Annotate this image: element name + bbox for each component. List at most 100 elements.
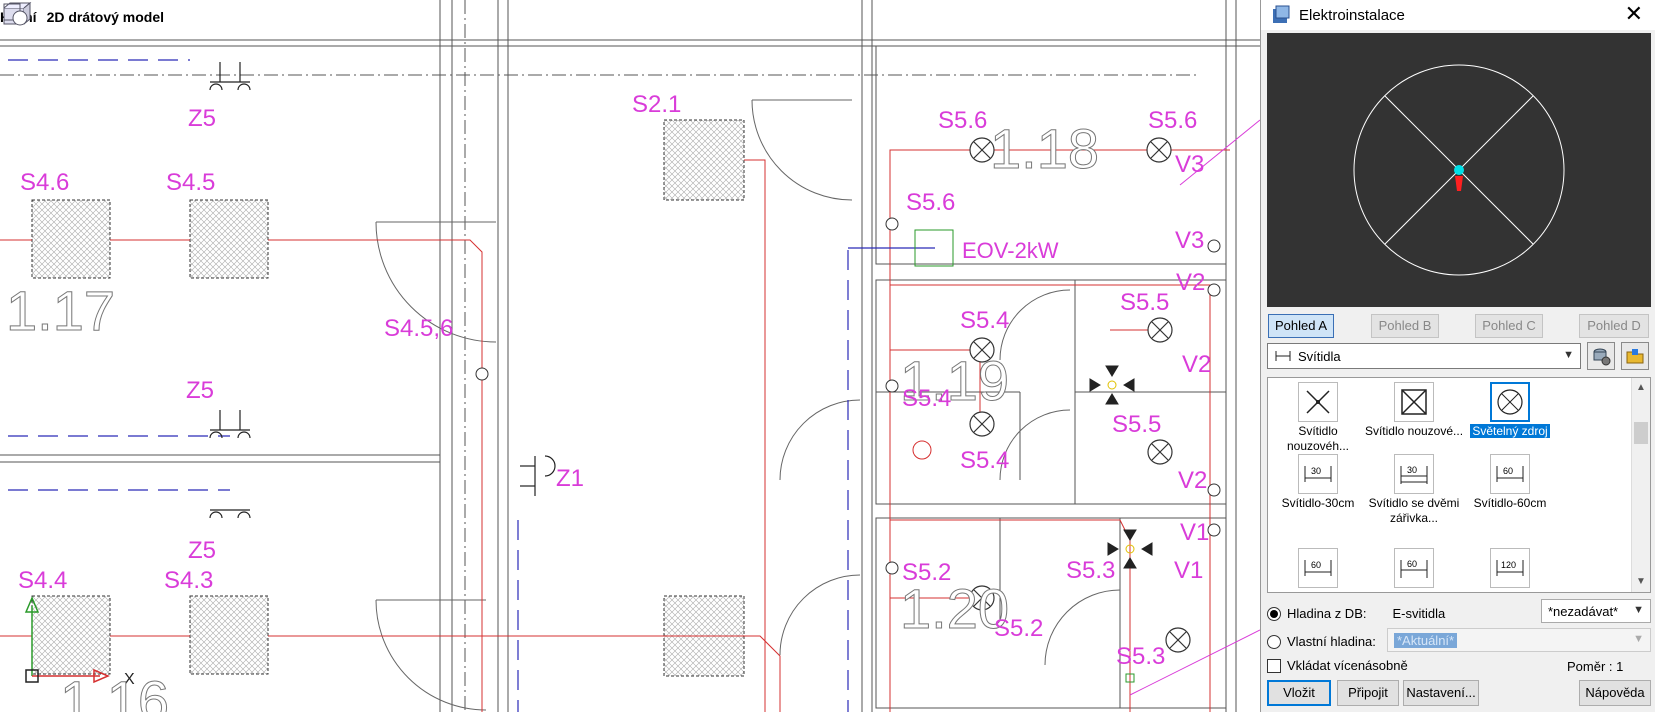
label-S5-2: S5.2: [902, 559, 951, 586]
label-S5-5: S5.5: [1112, 411, 1161, 438]
label-S5-6: S5.6: [938, 107, 987, 134]
symbol-label: Svítidlo-30cm: [1281, 496, 1355, 510]
tab-pohled-d[interactable]: Pohled D: [1579, 314, 1649, 338]
ratio-label: Poměr : 1: [1567, 659, 1624, 674]
label-S2-1: S2.1: [632, 91, 681, 118]
close-icon[interactable]: ✕: [1624, 1, 1643, 26]
own-layer-select[interactable]: *Aktuální* ▼: [1387, 628, 1651, 652]
settings-button[interactable]: Nastavení...: [1403, 680, 1479, 706]
svg-text:60: 60: [1503, 466, 1513, 476]
floor-plan: X 1.18 1.17 1.19 1.20 1.16 S2.1 S5.6 S5.…: [0, 0, 1260, 712]
chevron-down-icon: ▼: [1633, 604, 1644, 616]
preview-drawing: [1353, 64, 1565, 276]
room-number: 1.16: [60, 669, 169, 712]
chevron-down-icon: ▼: [1563, 349, 1574, 361]
layer-db-label: Hladina z DB:: [1287, 606, 1367, 621]
symbol-label: Svítidlo-60cm: [1473, 496, 1547, 510]
symbol-item[interactable]: 60: [1268, 548, 1368, 590]
label-Z5: Z5: [186, 377, 214, 404]
symbol-label: Svítidlo nouzové...: [1364, 424, 1464, 438]
luminaire-60-icon: 60: [1298, 548, 1338, 588]
tab-pohled-c[interactable]: Pohled C: [1475, 314, 1543, 338]
label-S4-3: S4.3: [164, 567, 213, 594]
symbol-item[interactable]: 30 Svítidlo-30cm: [1268, 454, 1368, 511]
layer-db-value: E-svitidla: [1392, 606, 1446, 621]
scroll-down-icon[interactable]: ▼: [1636, 576, 1646, 587]
label-S4-4: S4.4: [18, 567, 67, 594]
label-S5-3: S5.3: [1066, 557, 1115, 584]
svg-text:60: 60: [1407, 559, 1417, 569]
label-Z5: Z5: [188, 105, 216, 132]
elektroinstalace-panel: Elektroinstalace ✕ Pohled A Pohled B Poh…: [1260, 0, 1655, 712]
layer-db-select[interactable]: *nezadávat* ▼: [1541, 599, 1651, 623]
label-S5-5: S5.5: [1120, 289, 1169, 316]
symbol-item[interactable]: 60 Svítidlo-60cm: [1460, 454, 1560, 511]
category-combo[interactable]: Svítidla ▼: [1267, 343, 1581, 369]
insert-multiple-row[interactable]: Vkládat vícenásobně: [1267, 658, 1408, 673]
label-S5-4: S5.4: [960, 447, 1009, 474]
symbol-label: Svítidlo nouzovéh...: [1286, 424, 1350, 453]
luminaire-120-icon: 120: [1490, 548, 1530, 588]
help-button[interactable]: Nápověda: [1579, 680, 1651, 706]
category-value: Svítidla: [1298, 348, 1341, 364]
symbol-item-selected[interactable]: Světelný zdroj: [1460, 382, 1560, 439]
tab-pohled-a[interactable]: Pohled A: [1268, 314, 1334, 338]
symbol-item[interactable]: 60: [1364, 548, 1464, 590]
fixture-icon: [1275, 351, 1291, 361]
tab-pohled-b[interactable]: Pohled B: [1371, 314, 1439, 338]
symbol-item[interactable]: Svítidlo nouzové...: [1364, 382, 1464, 439]
panel-titlebar: Elektroinstalace ✕: [1261, 0, 1655, 30]
luminaire-30-icon: 30: [1298, 454, 1338, 494]
label-S5-4: S5.4: [902, 385, 951, 412]
scroll-up-icon[interactable]: ▲: [1636, 382, 1646, 393]
wireframe-icon[interactable]: [0, 0, 32, 30]
chevron-down-icon: ▼: [1633, 633, 1644, 645]
symbol-label: Svítidlo se dvěmi zářivka...: [1368, 496, 1460, 525]
room-number: 1.18: [990, 117, 1099, 180]
svg-text:X: X: [124, 671, 135, 688]
database-settings-button[interactable]: [1587, 342, 1615, 370]
label-V1: V1: [1174, 557, 1203, 584]
attach-button[interactable]: Připojit: [1337, 680, 1399, 706]
label-Z1: Z1: [556, 465, 584, 492]
label-V2: V2: [1182, 351, 1211, 378]
visual-style[interactable]: 2D drátový model: [46, 9, 165, 25]
panel-title: Elektroinstalace: [1299, 6, 1405, 24]
viewport-controls: Horní 2D drátový model: [0, 0, 174, 34]
layer-db-radio[interactable]: [1267, 606, 1281, 621]
room-number: 1.19: [900, 349, 1009, 412]
label-S5-2: S5.2: [994, 615, 1043, 642]
label-S5-6: S5.6: [1148, 107, 1197, 134]
symbol-list[interactable]: Svítidlo nouzovéh... Svítidlo nouzové...…: [1267, 377, 1651, 593]
label-V1: V1: [1180, 519, 1209, 546]
label-V3: V3: [1175, 227, 1204, 254]
label-V2: V2: [1178, 467, 1207, 494]
luminaire-60-double-icon: 60: [1394, 548, 1434, 588]
label-S4-6: S4.6: [20, 169, 69, 196]
svg-text:30: 30: [1407, 465, 1417, 475]
insert-button[interactable]: Vložit: [1267, 680, 1331, 706]
label-V3: V3: [1175, 151, 1204, 178]
drawing-canvas[interactable]: X 1.18 1.17 1.19 1.20 1.16 S2.1 S5.6 S5.…: [0, 0, 1260, 712]
symbol-item[interactable]: 30 Svítidlo se dvěmi zářivka...: [1364, 454, 1464, 526]
room-number: 1.20: [900, 577, 1009, 640]
label-S5-4: S5.4: [960, 307, 1009, 334]
symbol-label: Světelný zdroj: [1470, 424, 1550, 438]
label-EOV: EOV-2kW: [962, 238, 1059, 263]
label-S5-6: S5.6: [906, 189, 955, 216]
emergency-light-box-icon: [1394, 382, 1434, 422]
open-folder-button[interactable]: [1621, 342, 1649, 370]
insert-multiple-checkbox[interactable]: [1267, 658, 1281, 673]
luminaire-two-tubes-icon: 30: [1394, 454, 1434, 494]
symbol-item[interactable]: Svítidlo nouzovéh...: [1268, 382, 1368, 454]
symbol-item[interactable]: 120: [1460, 548, 1560, 590]
folder-icon: [1626, 349, 1644, 364]
own-layer-radio[interactable]: [1267, 634, 1281, 649]
scroll-thumb[interactable]: [1634, 422, 1648, 444]
svg-text:30: 30: [1311, 466, 1321, 476]
label-S4-5: S4.5: [166, 169, 215, 196]
label-V2: V2: [1176, 269, 1205, 296]
room-number: 1.17: [6, 279, 115, 342]
symbol-list-scrollbar[interactable]: ▲ ▼: [1631, 378, 1650, 592]
app-icon: [1273, 5, 1290, 23]
